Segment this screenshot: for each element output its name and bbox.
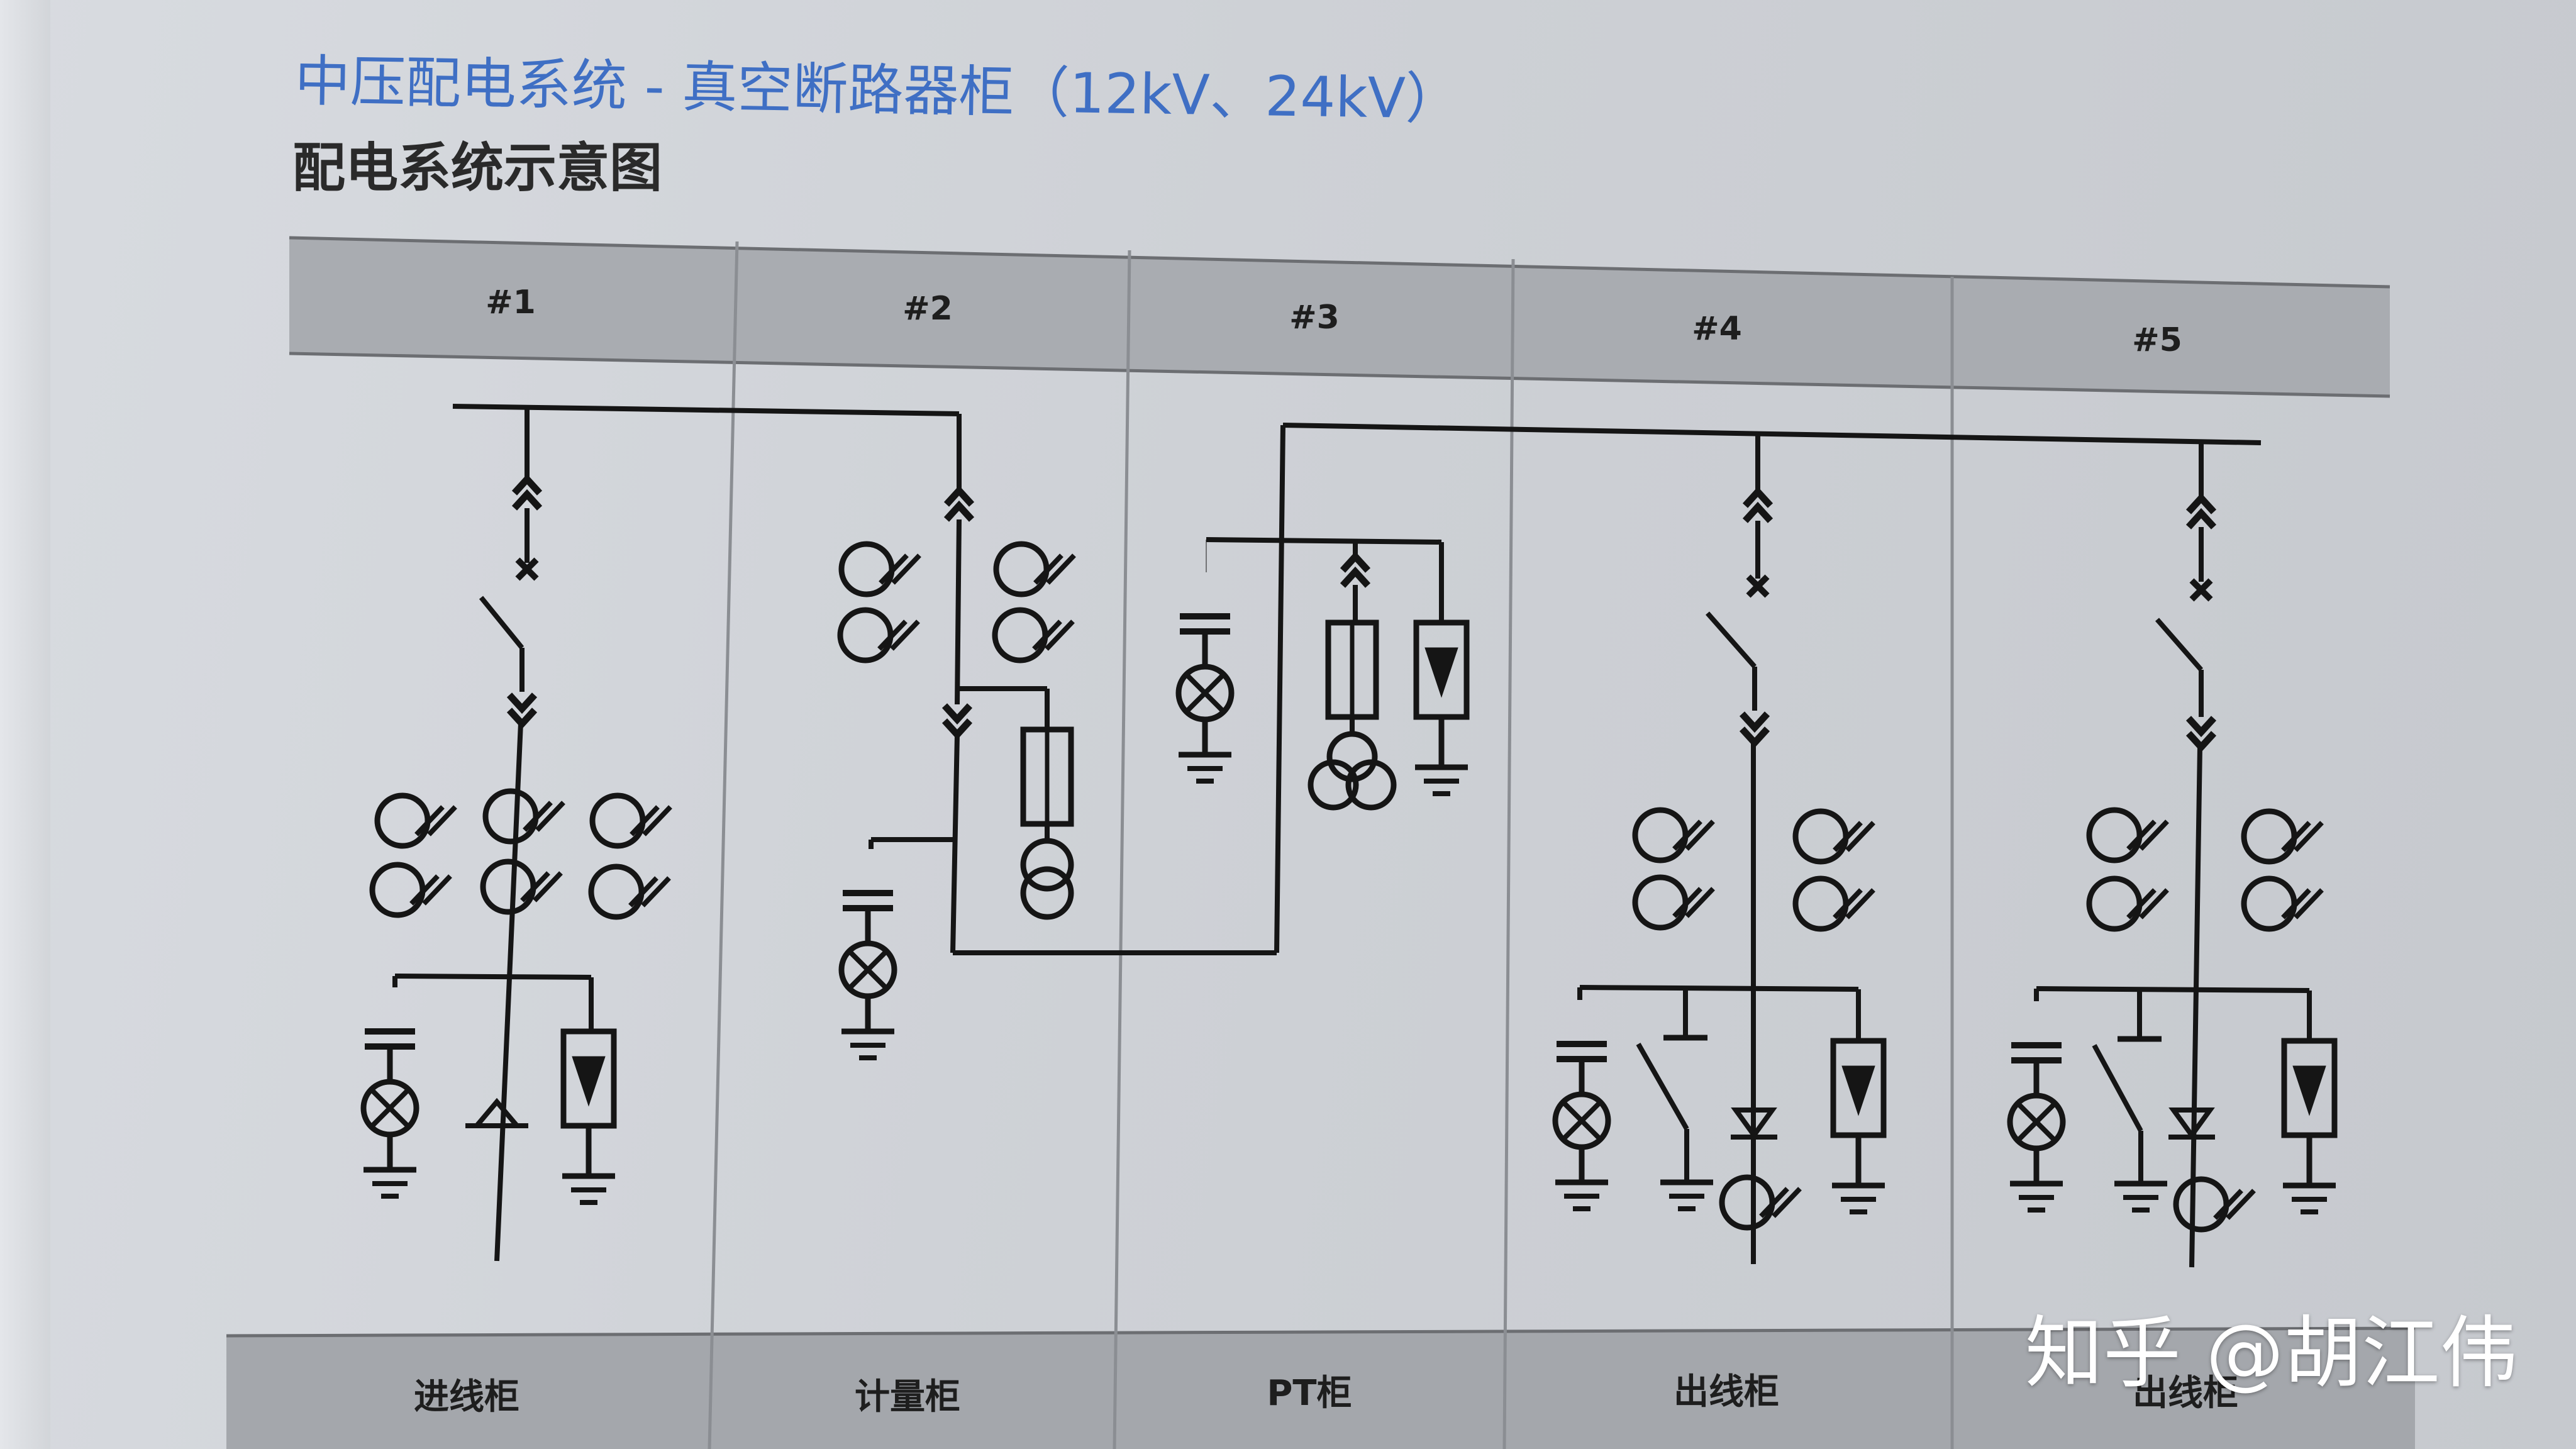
panel-1-number: #1 [486, 284, 536, 321]
panel-4-name: 出线柜 [1674, 1372, 1779, 1413]
panel-5-diagram [2010, 441, 2336, 1268]
watermark: 知乎 @胡江伟 [2025, 1308, 2518, 1399]
diagram-subtitle: 配电系统示意图 [292, 137, 663, 199]
panel-5-number: #5 [2132, 321, 2182, 359]
panel-5-name: 出线柜 [2133, 1373, 2238, 1414]
footer-band [226, 1328, 2415, 1449]
panel-2-diagram [840, 414, 1277, 1058]
panel-3-diagram [1179, 423, 2262, 953]
column-dividers [708, 241, 1954, 1449]
panel-1-name: 进线柜 [414, 1377, 519, 1418]
panel-3-number: #3 [1289, 299, 1340, 336]
drawing-area: #1 #2 #3 #4 #5 进线柜 计量柜 PT柜 出线柜 出线柜 [226, 236, 2416, 1449]
panel-4-diagram [1555, 434, 1885, 1264]
panel-4-number: #4 [1692, 310, 1742, 348]
header-band [289, 238, 2390, 396]
panel-2-name: 计量柜 [855, 1377, 960, 1418]
panel-3-name: PT柜 [1267, 1373, 1352, 1414]
panel-2-number: #2 [902, 290, 953, 328]
panel-1-diagram [364, 404, 960, 1262]
page-edge [0, 0, 50, 1449]
